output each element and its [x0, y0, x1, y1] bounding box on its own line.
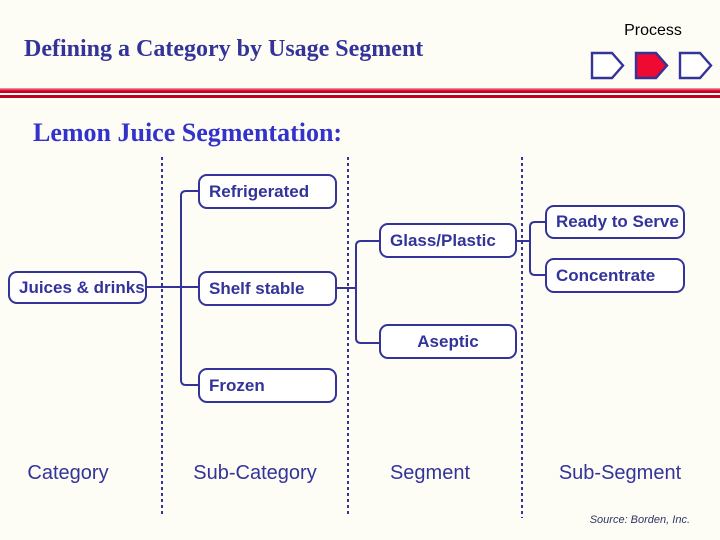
node-label: Frozen [209, 375, 265, 395]
node-label: Aseptic [417, 331, 479, 351]
column-label-segment: Segment [389, 462, 471, 484]
node-juices-drinks: Juices & drinks [8, 271, 147, 304]
column-label-sub-category: Sub-Category [193, 462, 317, 484]
node-glass-plastic: Glass/Plastic [379, 223, 517, 258]
node-aseptic: Aseptic [379, 324, 517, 359]
column-separator-3 [521, 157, 523, 518]
process-step-current-icon [634, 51, 669, 80]
node-label: Concentrate [556, 265, 656, 285]
header-rule-thick [0, 88, 720, 93]
process-steps-icon [590, 51, 713, 80]
node-label: Refrigerated [209, 181, 310, 201]
node-concentrate: Concentrate [545, 258, 685, 293]
process-label: Process [624, 22, 682, 39]
source-note: Source: Borden, Inc. [589, 514, 690, 526]
header-rule-thin [0, 95, 720, 98]
column-separator-2 [347, 157, 349, 514]
node-label: Shelf stable [209, 278, 305, 298]
node-label: Glass/Plastic [390, 230, 496, 250]
column-label-sub-segment: Sub-Segment [558, 462, 682, 484]
column-label-category: Category [27, 462, 109, 484]
node-label: Juices & drinks [19, 277, 145, 297]
node-label: Ready to Serve [556, 212, 679, 231]
column-separator-1 [161, 157, 163, 514]
process-step-prev-icon [590, 51, 625, 80]
slide-title: Defining a Category by Usage Segment [24, 36, 424, 62]
node-shelf-stable: Shelf stable [198, 271, 337, 306]
section-heading: Lemon Juice Segmentation: [33, 118, 343, 147]
process-step-next-icon [678, 51, 713, 80]
node-frozen: Frozen [198, 368, 337, 403]
node-ready-to-serve: Ready to Serve [545, 205, 685, 239]
node-refrigerated: Refrigerated [198, 174, 337, 209]
